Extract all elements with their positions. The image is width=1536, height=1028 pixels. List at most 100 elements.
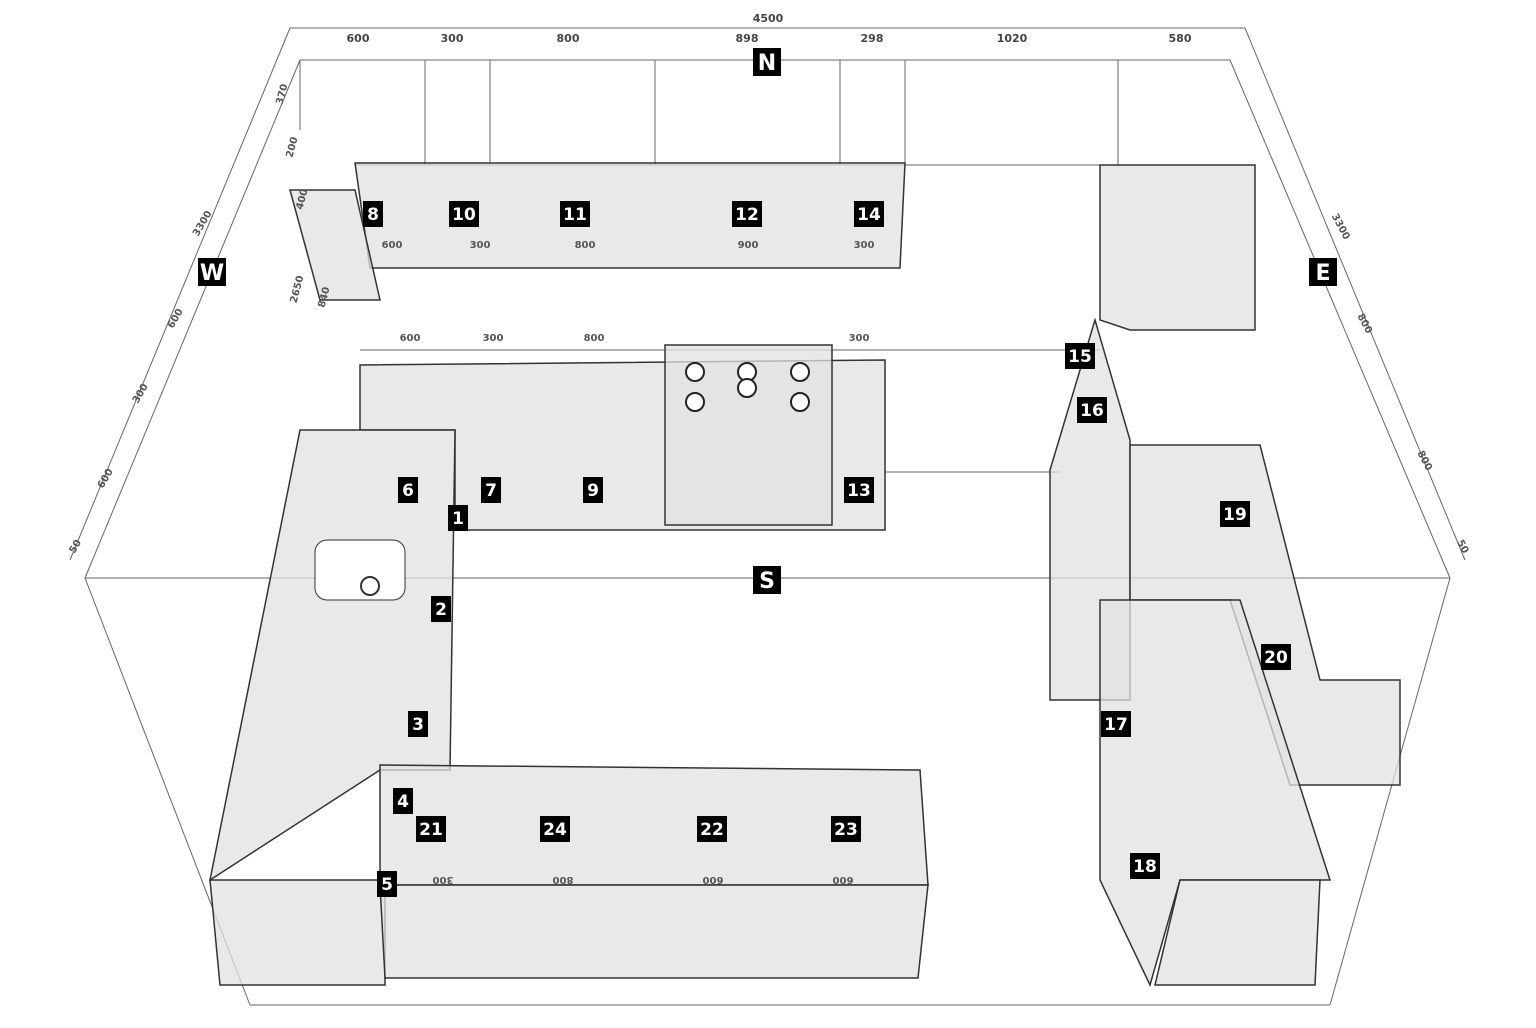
module-badge-11: 11 [560, 201, 590, 227]
cabinet [289, 189, 381, 301]
dimension-top-segment: 800 [557, 32, 580, 45]
burner-icon [685, 362, 705, 382]
wall-line [1229, 59, 1451, 579]
dimension-upper-cabinet: 800 [575, 240, 596, 251]
module-number: 3 [412, 715, 424, 735]
cabinet [354, 162, 906, 269]
module-number: 9 [587, 481, 599, 501]
dimension-top-segment: 898 [736, 32, 759, 45]
module-number: 17 [1104, 715, 1128, 735]
module-number: 19 [1223, 505, 1247, 525]
module-number: 6 [402, 481, 414, 501]
compass-letter: S [759, 569, 775, 594]
module-number: 1 [452, 509, 464, 529]
dimension-top-segment: 1020 [997, 32, 1028, 45]
module-badge-6: 6 [398, 477, 418, 503]
dimension-height: 200 [285, 136, 301, 159]
module-badge-18: 18 [1130, 853, 1160, 879]
dimension-east-wall: 800 [1414, 449, 1434, 473]
dimension-total-width: 4500 [753, 12, 784, 25]
dimension-height: 2650 [289, 274, 307, 304]
wall-line [1244, 27, 1466, 561]
module-badge-8: 8 [363, 201, 383, 227]
cabinet [209, 879, 386, 986]
dimension-upper-cabinet: 900 [738, 240, 759, 251]
cabinet [664, 344, 833, 526]
cabinet [1099, 164, 1256, 331]
burner-icon [790, 392, 810, 412]
wall-line [1329, 577, 1451, 1006]
dimension-west-wall: 600 [96, 467, 116, 491]
dimension-east-wall: 3300 [1329, 212, 1352, 242]
module-number: 2 [435, 600, 447, 620]
burner-icon [790, 362, 810, 382]
module-number: 24 [543, 820, 567, 840]
module-badge-17: 17 [1101, 711, 1131, 737]
module-number: 7 [485, 481, 497, 501]
cabinet [1154, 879, 1321, 986]
module-badge-21: 21 [416, 816, 446, 842]
sink [314, 539, 406, 601]
dimension-height: 840 [317, 286, 333, 309]
cabinet [379, 884, 929, 979]
compass-north: N [753, 48, 781, 76]
module-number: 10 [452, 205, 476, 225]
module-number: 16 [1080, 401, 1104, 421]
module-badge-13: 13 [844, 477, 874, 503]
module-number: 13 [847, 481, 871, 501]
dimension-upper-cabinet: 300 [470, 240, 491, 251]
module-number: 23 [834, 820, 858, 840]
compass-letter: E [1315, 261, 1330, 286]
dimension-top-segment: 298 [861, 32, 884, 45]
drain-icon [360, 576, 380, 596]
compass-letter: W [200, 261, 224, 286]
dimension-top-segment: 300 [441, 32, 464, 45]
module-badge-9: 9 [583, 477, 603, 503]
module-badge-12: 12 [732, 201, 762, 227]
module-number: 4 [397, 792, 409, 812]
wall-line [84, 59, 301, 579]
compass-east: E [1309, 258, 1337, 286]
module-badge-23: 23 [831, 816, 861, 842]
dimension-front: 300 [433, 874, 454, 885]
compass-west: W [198, 258, 226, 286]
module-badge-4: 4 [393, 788, 413, 814]
module-number: 18 [1133, 857, 1157, 877]
module-number: 21 [419, 820, 443, 840]
dimension-front: 600 [703, 874, 724, 885]
module-badge-14: 14 [854, 201, 884, 227]
module-number: 5 [381, 875, 393, 895]
module-number: 12 [735, 205, 759, 225]
compass-south: S [753, 566, 781, 594]
module-number: 8 [367, 205, 379, 225]
module-number: 11 [563, 205, 587, 225]
module-number: 15 [1068, 347, 1092, 367]
dimension-height: 370 [275, 83, 291, 106]
compass-letter: N [758, 51, 776, 76]
dimension-front: 800 [553, 874, 574, 885]
module-number: 20 [1264, 648, 1288, 668]
module-badge-5: 5 [377, 871, 397, 897]
dimension-west-wall: 300 [131, 382, 151, 406]
dimension-top-segment: 580 [1169, 32, 1192, 45]
dimension-counter: 300 [483, 333, 504, 344]
dimension-west-wall: 600 [166, 307, 186, 331]
dimension-top-segment: 600 [347, 32, 370, 45]
dimension-upper-cabinet: 300 [854, 240, 875, 251]
wall-line [69, 27, 291, 561]
module-badge-1: 1 [448, 505, 468, 531]
dimension-counter: 800 [584, 333, 605, 344]
module-badge-16: 16 [1077, 397, 1107, 423]
dimension-height: 400 [295, 188, 311, 211]
dimension-upper-cabinet: 600 [382, 240, 403, 251]
module-badge-15: 15 [1065, 343, 1095, 369]
module-badge-10: 10 [449, 201, 479, 227]
module-badge-24: 24 [540, 816, 570, 842]
dimension-west-wall: 3300 [191, 209, 214, 239]
dimension-counter: 300 [849, 333, 870, 344]
dimension-front: 600 [833, 874, 854, 885]
burner-icon [737, 378, 757, 398]
module-badge-3: 3 [408, 711, 428, 737]
